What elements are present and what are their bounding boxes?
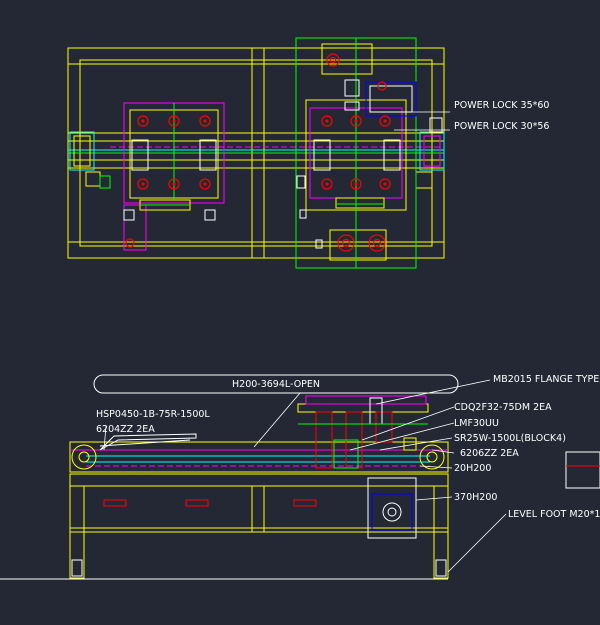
bolt (379, 115, 391, 127)
bolt (168, 178, 180, 190)
bolt (199, 115, 211, 127)
bolt (377, 81, 387, 91)
label-power-lock-2: POWER LOCK 30*56 (454, 121, 549, 132)
bolt (137, 115, 149, 127)
bolt (337, 234, 355, 252)
conveyor-body (69, 441, 449, 473)
motor (371, 493, 413, 531)
side-leaders (103, 379, 507, 573)
label-20h200: 20H200 (454, 463, 491, 474)
bolt (341, 238, 351, 248)
bolt (329, 56, 337, 64)
label-bearing-left: 6204ZZ 2EA (96, 424, 155, 435)
label-lmf: LMF30UU (454, 418, 499, 429)
bolt (125, 238, 135, 248)
plan-view (67, 37, 445, 269)
hsp-arm (99, 433, 197, 451)
label-belt: H200-3694L-OPEN (232, 379, 320, 390)
label-flange-type: MB2015 FLANGE TYPE (493, 374, 599, 385)
label-guide: SR25W-1500L(BLOCK4) (454, 433, 566, 444)
base-frame-top (69, 473, 449, 487)
plan-bolt-centers (141, 119, 387, 186)
top-plate (297, 403, 429, 413)
label-cylinder: CDQ2F32-75DM 2EA (454, 402, 552, 413)
drive-pulley-right (419, 444, 445, 470)
bolt (368, 234, 386, 252)
side-component (565, 451, 600, 489)
drive-pulley-left (71, 444, 97, 470)
leg-right (433, 531, 449, 579)
label-power-lock-1: POWER LOCK 35*60 (454, 100, 549, 111)
plan-bolts (125, 53, 391, 252)
bolt (321, 178, 333, 190)
bolt (321, 115, 333, 127)
belt-capsule (93, 374, 459, 394)
label-bearing-right: 6206ZZ 2EA (460, 448, 519, 459)
label-370h200: 370H200 (454, 492, 497, 503)
bolt (199, 178, 211, 190)
bolt (379, 178, 391, 190)
bolt (326, 53, 340, 67)
motor-box (367, 477, 417, 539)
label-level-foot: LEVEL FOOT M20*150 (508, 509, 600, 520)
base-frame (69, 485, 449, 533)
leg-left (69, 531, 85, 579)
bolt (350, 115, 362, 127)
bolt (168, 115, 180, 127)
bolt (372, 238, 382, 248)
bolt (350, 178, 362, 190)
side-view (69, 395, 600, 579)
power-lock-leaders (390, 111, 450, 131)
left-roller (69, 131, 95, 171)
label-hsp: HSP0450-1B-75R-1500L (96, 409, 210, 420)
bolt (137, 178, 149, 190)
